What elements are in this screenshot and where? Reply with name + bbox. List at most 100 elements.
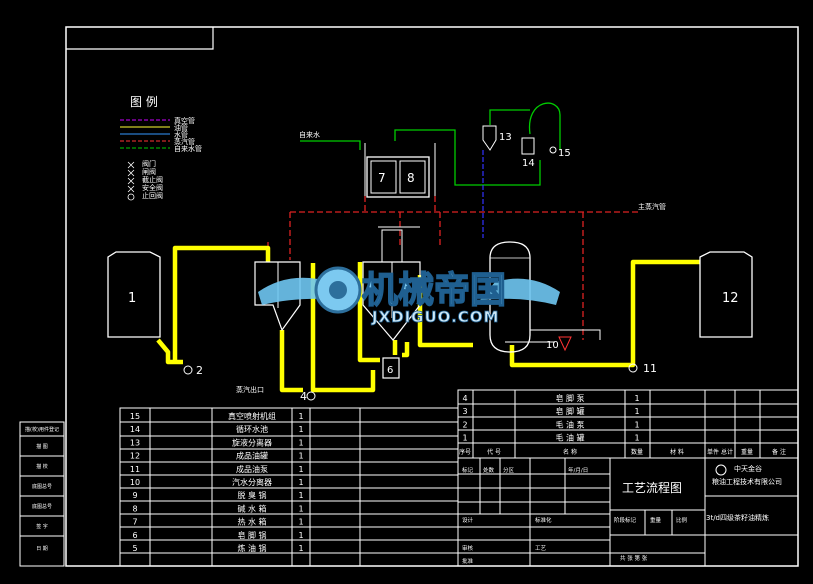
left-strip-label: 底图总号 [32,503,52,510]
title-block-cell: 年/月/日 [568,466,588,474]
part-number: 12 [130,452,140,461]
title-block-cell: 批准 [462,557,474,565]
item-qty: 1 [634,420,639,429]
part-number: 11 [130,465,140,474]
part-name: 循环水池 [236,424,268,434]
equipment-number: 2 [196,364,203,377]
equipment-number: 1 [128,291,136,306]
part-name: 真空喷射机组 [228,411,276,421]
main-steam-label: 主蒸汽管 [638,202,666,211]
title-block-cell: 阶段标记 [614,516,637,524]
title-block-cell: 处数 [483,466,495,474]
header-cell: 备 注 [772,448,786,456]
part-number: 15 [130,412,140,421]
equipment-number: 11 [643,362,657,375]
part-qty: 1 [298,465,303,474]
part-qty: 1 [298,452,303,461]
part-qty: 1 [298,518,303,527]
equipment-number: 15 [558,148,571,159]
item-name: 皂 脚 罐 [555,406,584,416]
title-block-cell: 分区 [503,466,515,474]
title-block-cells: 标记处数分区设计标准化审核工艺批准阶段标记重量比例共 张 第 张年/月/日 [462,466,688,565]
header-cell: 序号 [459,448,471,456]
legend-item: 蒸汽管 [174,137,195,146]
upper-table [457,389,799,459]
part-name: 汽水分离器 [232,477,272,487]
part-number: 14 [130,425,140,434]
part-name: 热 水 箱 [237,517,266,527]
legend-item: 闸阀 [142,167,156,176]
equipment-number: 6 [387,365,393,376]
equipment-number: 4 [300,390,307,403]
equipment-number: 7 [378,171,386,185]
legend-item: 油管 [174,123,188,132]
water-tanks-7-8: 7 8 [366,156,430,198]
part-qty: 1 [298,438,303,447]
item-name: 皂 脚 泵 [555,393,584,403]
part-qty: 1 [298,531,303,540]
item-number: 2 [462,420,467,429]
item-name: 毛 油 罐 [555,433,584,443]
part-qty: 1 [298,504,303,513]
item-qty: 1 [634,434,639,443]
pool-14: 14 [521,137,535,169]
left-strip-label: 日 期 [36,546,48,552]
item-number: 1 [462,434,467,443]
left-strip-label: 底图总号 [32,483,52,490]
soap-tank-6: 6 [382,357,400,379]
yellow-oil-pipes [156,245,700,393]
separator-10: 10 [546,336,572,352]
part-qty: 1 [298,491,303,500]
left-strip-label: 描(校)用件登记 [25,426,59,433]
header-cell: 材 料 [670,448,684,456]
equipment-number: 8 [407,171,415,185]
equipment-number: 13 [499,132,512,143]
part-name: 炼 油 锅 [237,543,266,553]
title-block-cell: 工艺 [535,545,547,552]
tank-1: 1 [107,251,161,338]
item-number: 3 [462,407,467,416]
title-block-cell: 设计 [462,516,474,524]
part-name: 碱 水 箱 [237,503,266,513]
header-cell: 代 号 [487,448,501,456]
pump-11: 11 [628,362,657,375]
title-block-cell: 标记 [462,466,474,474]
item-qty: 1 [634,407,639,416]
part-name: 旋液分离器 [232,437,272,447]
company-line2: 粮油工程技术有限公司 [712,477,782,486]
part-name: 成品油泵 [236,464,268,474]
item-number: 4 [462,394,467,403]
legend-item: 安全阀 [142,183,163,192]
title-block-cell: 重量 [650,516,662,524]
left-strip-lines [20,435,64,537]
header-row: 序号代 号名 称数量材 料单件 总计重量备 注 [459,448,786,456]
pump-4: 4 [300,390,316,403]
part-number: 7 [132,518,137,527]
drawing-name: 工艺流程图 [622,480,682,495]
legend-item: 自来水管 [174,144,202,153]
part-qty: 1 [298,544,303,553]
legend: 图 例 真空管 油管 水管 蒸汽管 自来水管 阀门 闸阀 截止阀 安全阀 止回阀 [120,95,202,201]
soap-pot [362,229,421,341]
title-block-cell: 标准化 [535,516,552,524]
watermark-cn: 机械帝国 [362,270,506,311]
item-name: 毛 油 泵 [555,419,584,429]
left-strip-label: 描 校 [36,463,48,470]
header-cell: 数量 [631,448,643,456]
equipment-number: 10 [546,340,559,351]
left-strip-label: 描 图 [36,443,48,450]
title-block-cell: 审核 [462,544,474,552]
title-block-cell: 共 张 第 张 [620,554,648,562]
legend-item: 真空管 [174,116,195,125]
item-qty: 1 [634,394,639,403]
header-cell: 单件 总计 [707,448,733,456]
watermark-en: JXDIGUO.COM [371,308,499,326]
parts-table [119,407,459,567]
watermark: 机械帝国 JXDIGUO.COM [258,266,560,326]
part-number: 10 [130,478,140,487]
part-name: 脱 臭 锅 [237,490,266,500]
pump-2: 2 [183,364,203,377]
